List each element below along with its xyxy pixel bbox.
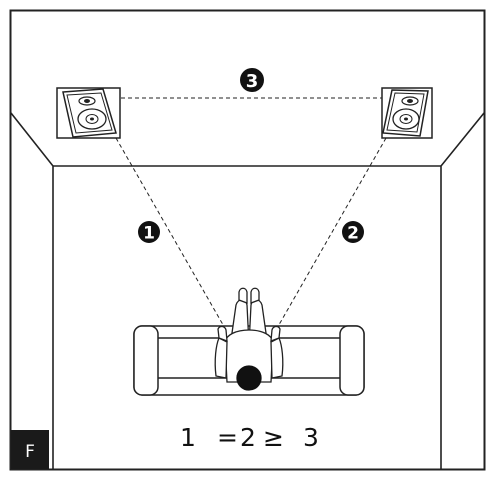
listener-left-foot [238, 287, 248, 304]
relation-left: 1 [180, 423, 196, 452]
listener-right-arm [270, 337, 284, 379]
listener-head [236, 365, 262, 391]
marker-1-label: 1 [143, 224, 155, 244]
right-speaker [381, 87, 433, 139]
relation-right: 3 [303, 423, 319, 452]
listener-left-arm [214, 337, 228, 379]
panel-label: F [25, 442, 35, 462]
listener-right-foot [250, 287, 260, 304]
panel-label-box: F [11, 430, 49, 469]
sofa-left-arm [133, 325, 159, 396]
relation-eq: = [217, 423, 238, 452]
marker-1: 1 [138, 221, 160, 244]
room-walls [10, 112, 485, 469]
marker-3-label: 3 [246, 71, 259, 92]
relation-geq: ≥ [263, 423, 284, 452]
sofa-right-arm [339, 325, 365, 396]
marker-2: 2 [342, 221, 364, 244]
listener-left-hand [217, 325, 228, 342]
listener-right-hand [270, 325, 281, 342]
marker-3: 3 [240, 68, 264, 92]
left-speaker [56, 87, 121, 139]
relation-mid: 2 [240, 423, 256, 452]
marker-2-label: 2 [347, 224, 359, 244]
line-right-speaker-to-listener [275, 137, 387, 331]
listening-lines [115, 97, 387, 331]
listener [214, 287, 284, 391]
relation-formula: 1 = 2 ≥ 3 [180, 423, 319, 452]
line-left-speaker-to-listener [115, 137, 227, 331]
